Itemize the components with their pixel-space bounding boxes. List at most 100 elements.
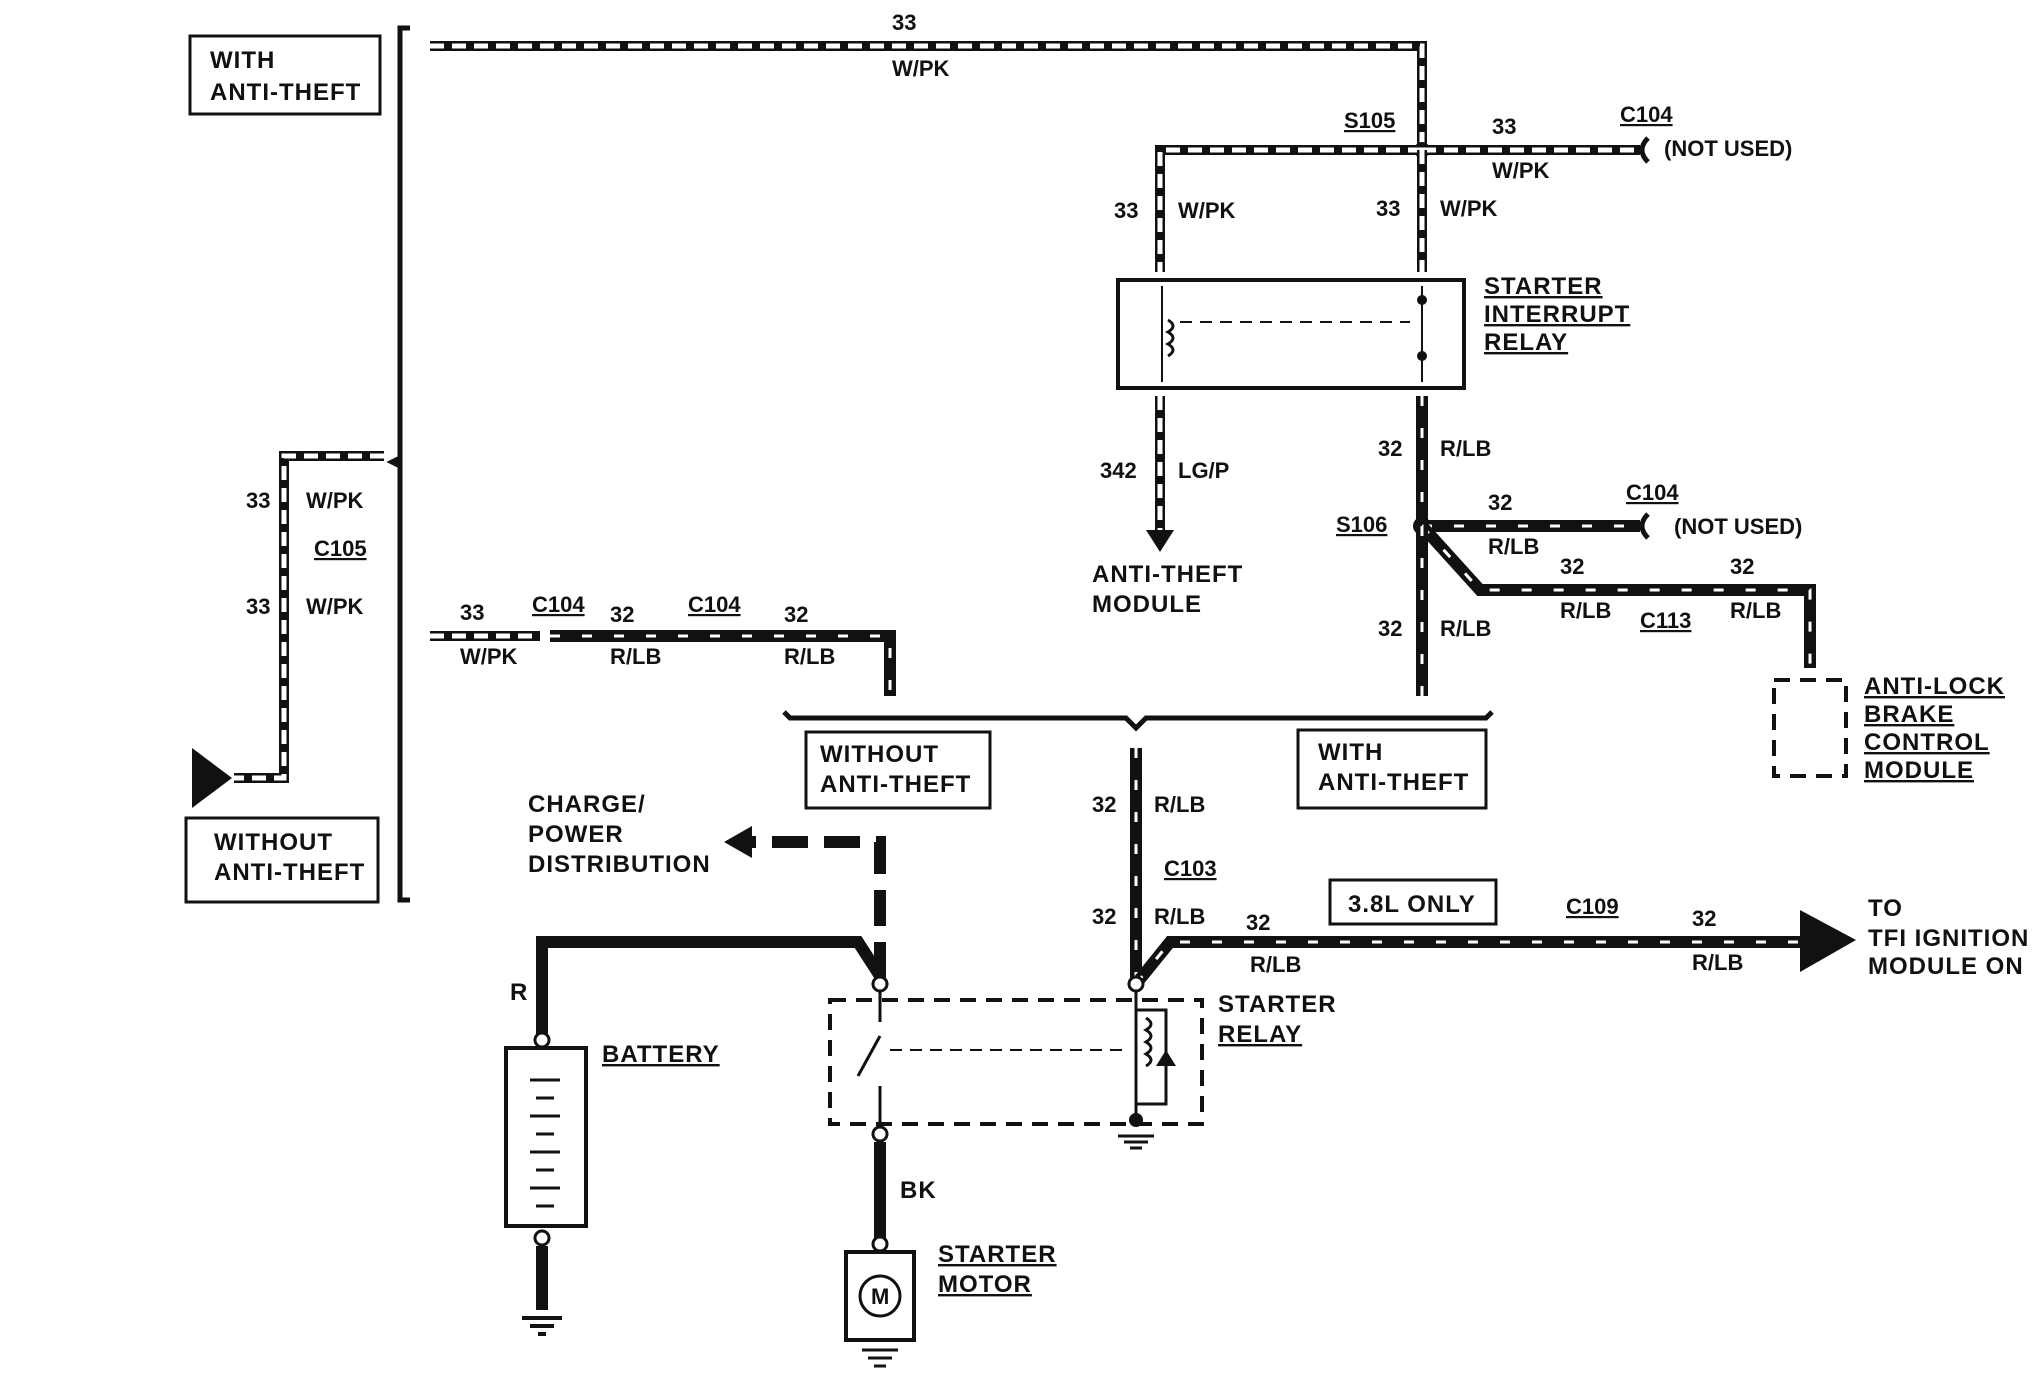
svg-text:33: 33 <box>1376 196 1400 221</box>
svg-text:M: M <box>871 1284 889 1309</box>
wire-33-ll-branch: LL 33 W/PK C105 33 W/PK WITHOUT ANTI-THE… <box>184 451 384 904</box>
wire-32-s106: 32 R/LB S106 32 R/LB C104 (NOT USED) 32 … <box>1336 396 1816 696</box>
starter-interrupt-relay: STARTER INTERRUPT RELAY <box>1116 273 1630 390</box>
svg-text:LG/P: LG/P <box>1178 458 1229 483</box>
svg-text:R/LB: R/LB <box>1250 952 1301 977</box>
splice-s105: S105 33 W/PK C104 (NOT USED) <box>1344 102 1792 183</box>
svg-text:ANTI-THEFT: ANTI-THEFT <box>210 79 361 106</box>
svg-text:WITHOUT: WITHOUT <box>214 829 333 856</box>
svg-text:W/PK: W/PK <box>1492 158 1550 183</box>
svg-text:TFI IGNITION: TFI IGNITION <box>1868 925 2029 952</box>
svg-text:TO: TO <box>1868 895 1903 922</box>
svg-text:R/LB: R/LB <box>1730 598 1781 623</box>
svg-text:33: 33 <box>246 488 270 513</box>
wire-33-top: 33 W/PK <box>430 10 1427 150</box>
left-bracket <box>397 25 410 903</box>
svg-text:MODULE: MODULE <box>1092 591 1202 618</box>
svg-text:R/LB: R/LB <box>1154 904 1205 929</box>
svg-text:LL: LL <box>196 769 220 791</box>
svg-text:ANTI-LOCK: ANTI-LOCK <box>1864 673 2005 700</box>
wire-33-relay-feeds: 33 W/PK 33 W/PK <box>1114 145 1498 272</box>
svg-text:STARTER: STARTER <box>1218 991 1337 1018</box>
svg-text:INTERRUPT: INTERRUPT <box>1484 301 1630 328</box>
svg-text:POWER: POWER <box>528 821 624 848</box>
svg-text:32: 32 <box>1092 904 1116 929</box>
svg-text:32: 32 <box>1692 906 1716 931</box>
svg-text:C104: C104 <box>1620 102 1673 127</box>
svg-text:CONTROL: CONTROL <box>1864 729 1990 756</box>
only-38l-box <box>1328 878 1498 926</box>
svg-text:WITHOUT: WITHOUT <box>820 741 939 768</box>
svg-text:32: 32 <box>1730 554 1754 579</box>
svg-text:N: N <box>1810 929 1827 956</box>
svg-text:33: 33 <box>1492 114 1516 139</box>
svg-text:C109: C109 <box>1566 894 1619 919</box>
option-brace <box>782 710 1494 732</box>
svg-text:(NOT USED): (NOT USED) <box>1674 514 1802 539</box>
svg-text:S105: S105 <box>1344 108 1395 133</box>
svg-text:BK: BK <box>900 1177 937 1204</box>
with-anti-theft-box-top: WITH ANTI-THEFT <box>188 34 382 116</box>
svg-text:R/LB: R/LB <box>1440 616 1491 641</box>
svg-text:RELAY: RELAY <box>1218 1021 1302 1048</box>
svg-text:R: R <box>510 979 528 1006</box>
svg-text:32: 32 <box>784 602 808 627</box>
svg-text:DISTRIBUTION: DISTRIBUTION <box>528 851 711 878</box>
svg-text:(NOT USED): (NOT USED) <box>1664 136 1792 161</box>
svg-text:32: 32 <box>1246 910 1270 935</box>
svg-text:MODULE ON: MODULE ON <box>1868 953 2024 980</box>
svg-text:C103: C103 <box>1164 856 1217 881</box>
svg-text:33: 33 <box>246 594 270 619</box>
svg-text:W/PK: W/PK <box>892 56 950 81</box>
svg-text:C104: C104 <box>532 592 585 617</box>
svg-text:R/LB: R/LB <box>1440 436 1491 461</box>
svg-text:33: 33 <box>460 600 484 625</box>
svg-text:W/PK: W/PK <box>1440 196 1498 221</box>
svg-text:R/LB: R/LB <box>784 644 835 669</box>
svg-text:33: 33 <box>892 10 916 35</box>
svg-text:C104: C104 <box>1626 480 1679 505</box>
starter-relay: STARTER RELAY <box>828 975 1337 1150</box>
svg-text:C105: C105 <box>314 536 367 561</box>
svg-text:STARTER: STARTER <box>1484 273 1603 300</box>
svg-text:32: 32 <box>1092 792 1116 817</box>
svg-text:R/LB: R/LB <box>1692 950 1743 975</box>
svg-text:32: 32 <box>1378 436 1402 461</box>
svg-text:32: 32 <box>1560 554 1584 579</box>
svg-text:32: 32 <box>1378 616 1402 641</box>
svg-text:ANTI-THEFT: ANTI-THEFT <box>1092 561 1243 588</box>
svg-text:BATTERY: BATTERY <box>602 1041 720 1068</box>
abs-control-module: ANTI-LOCK BRAKE CONTROL MODULE <box>1772 673 2005 784</box>
label-with: WITH <box>210 47 275 74</box>
svg-text:W/PK: W/PK <box>306 594 364 619</box>
wire-342-lgp: 342 LG/P ANTI-THEFT MODULE <box>1092 396 1243 618</box>
svg-text:ANTI-THEFT: ANTI-THEFT <box>820 771 971 798</box>
svg-text:342: 342 <box>1100 458 1137 483</box>
wire-left-mid-c104: 33 W/PK C104 32 R/LB C104 32 R/LB <box>430 592 896 696</box>
svg-text:R/LB: R/LB <box>1154 792 1205 817</box>
svg-text:WITH: WITH <box>1318 739 1383 766</box>
with-anti-theft-box-mid <box>1296 728 1488 810</box>
battery-circuit: R BATTERY <box>504 936 886 1336</box>
svg-text:RELAY: RELAY <box>1484 329 1568 356</box>
svg-text:CHARGE/: CHARGE/ <box>528 791 646 818</box>
svg-text:32: 32 <box>610 602 634 627</box>
charge-power-distribution: CHARGE/ POWER DISTRIBUTION <box>528 791 886 978</box>
svg-text:W/PK: W/PK <box>306 488 364 513</box>
svg-text:W/PK: W/PK <box>460 644 518 669</box>
svg-text:33: 33 <box>1114 198 1138 223</box>
svg-text:ANTI-THEFT: ANTI-THEFT <box>1318 769 1469 796</box>
wire-32-c103: 32 R/LB C103 32 R/LB 3.8L ONLY 32 R/LB C… <box>1092 748 2029 988</box>
svg-text:32: 32 <box>1488 490 1512 515</box>
svg-text:R/LB: R/LB <box>1488 534 1539 559</box>
starter-motor: BK M STARTER MOTOR <box>844 1125 1057 1368</box>
svg-text:STARTER: STARTER <box>938 1241 1057 1268</box>
svg-text:3.8L ONLY: 3.8L ONLY <box>1348 891 1476 918</box>
svg-text:MOTOR: MOTOR <box>938 1271 1032 1298</box>
svg-text:MODULE: MODULE <box>1864 757 1974 784</box>
svg-text:S106: S106 <box>1336 512 1387 537</box>
svg-text:W/PK: W/PK <box>1178 198 1236 223</box>
svg-text:C113: C113 <box>1640 608 1691 633</box>
svg-text:C104: C104 <box>688 592 741 617</box>
